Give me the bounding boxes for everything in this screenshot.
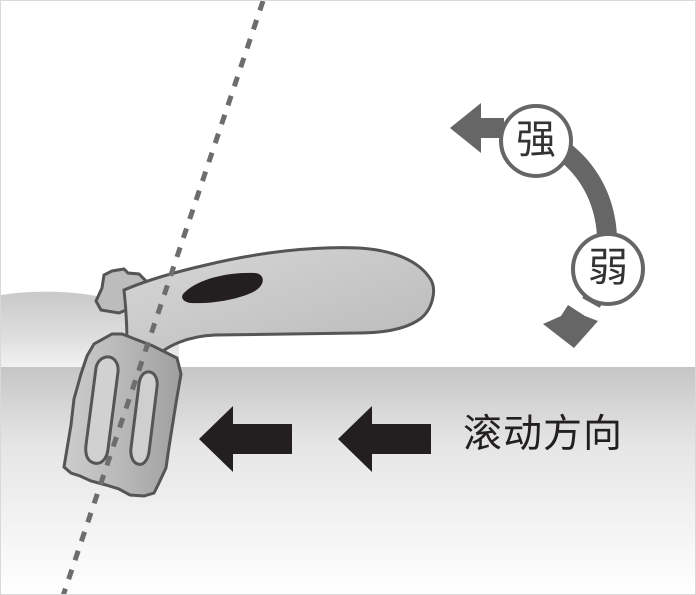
dark-button <box>182 272 263 304</box>
left-arrow-icon <box>199 406 292 472</box>
rolling-direction-arrows <box>199 406 431 472</box>
strong-label: 强 <box>516 117 556 163</box>
device-illustration <box>62 246 435 498</box>
floor-surface <box>1 367 695 594</box>
roller-window-left <box>84 355 120 465</box>
strength-indicator-group: 强 弱 <box>450 103 645 348</box>
strong-badge <box>499 104 573 178</box>
weak-label: 弱 <box>588 245 628 291</box>
rotation-arrow-head-down <box>543 305 598 348</box>
weak-badge <box>571 232 645 306</box>
left-arrow-icon <box>338 406 431 472</box>
roller-window-right <box>129 370 159 466</box>
device-head <box>122 246 435 360</box>
rotation-arrow-head-left <box>450 103 504 153</box>
rolling-direction-caption: 滚动方向 <box>463 412 624 457</box>
dashed-axis-line <box>61 1 266 594</box>
